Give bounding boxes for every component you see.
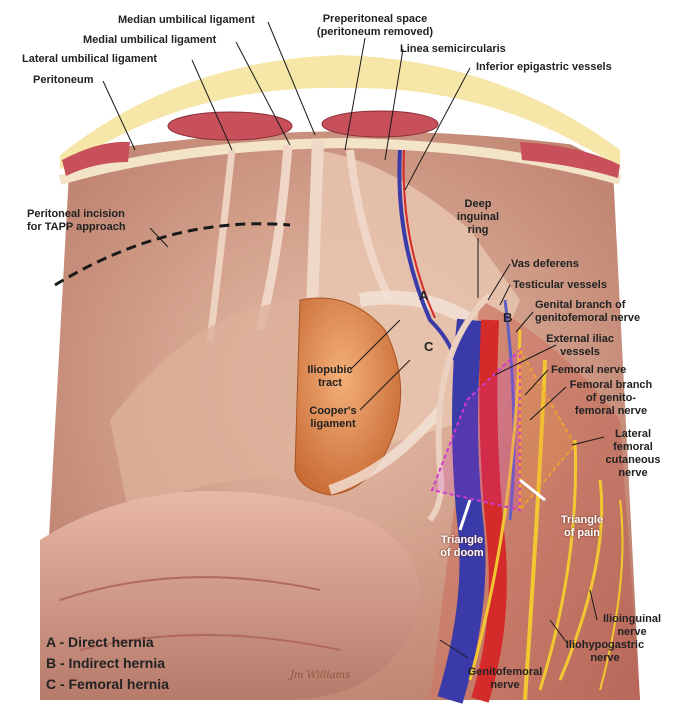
label-femoral-branch: Femoral branch of genito- femoral nerve xyxy=(569,379,653,417)
label-iliohypogastric-nerve: Iliohypogastric nerve xyxy=(565,639,645,664)
label-linea-semicircularis: Linea semicircularis xyxy=(400,43,506,55)
external-iliac-vein xyxy=(437,318,486,704)
coopers-ligament xyxy=(328,406,444,495)
label-deep-inguinal-ring: Deep inguinal ring xyxy=(456,198,500,236)
rectus-right xyxy=(321,110,439,138)
external-iliac-artery xyxy=(471,319,507,703)
iliohypogastric-nerve xyxy=(599,499,624,691)
femoral-nerve xyxy=(523,359,547,701)
bladder xyxy=(294,297,402,496)
label-letter-b: B xyxy=(503,310,513,325)
label-testicular-vessels: Testicular vessels xyxy=(513,279,607,291)
oblique-left xyxy=(62,141,130,176)
iliopubic-tract xyxy=(358,290,474,327)
label-letter-a: A xyxy=(419,288,429,303)
label-triangle-of-doom: Triangle of doom xyxy=(440,534,484,559)
ilioinguinal-nerve xyxy=(558,479,604,681)
tapp-incision-line xyxy=(54,222,291,287)
triangle-of-pain xyxy=(519,346,577,513)
vas-deferens xyxy=(427,292,493,522)
label-genital-branch: Genital branch of genitofemoral nerve xyxy=(535,299,641,324)
lateral-femoral-cutaneous-nerve xyxy=(538,439,578,691)
rectus-left xyxy=(167,111,293,141)
oblique-right xyxy=(520,142,620,178)
peritoneum-line xyxy=(58,92,622,174)
peritoneal-fold xyxy=(110,300,310,520)
label-genitofemoral-nerve: Genitofemoral nerve xyxy=(467,666,543,691)
label-iliopubic-tract: Iliopubic tract xyxy=(307,364,353,389)
inferior-epigastric-vessels xyxy=(397,149,457,361)
legend-indirect-hernia: B - Indirect hernia xyxy=(46,655,166,671)
testicular-vessels xyxy=(503,299,516,521)
label-femoral-nerve: Femoral nerve xyxy=(551,364,627,376)
leader-lines xyxy=(102,21,605,659)
label-ilioinguinal-nerve: Ilioinguinal nerve xyxy=(602,613,662,638)
genitofemoral-nerve xyxy=(468,329,522,681)
label-coopers-ligament: Cooper's ligament xyxy=(309,405,357,430)
lateral-umbilical-ligament xyxy=(206,149,236,341)
label-external-iliac-vessels: External iliac vessels xyxy=(546,333,614,358)
label-lateral-umbilical-ligament: Lateral umbilical ligament xyxy=(22,53,158,65)
label-letter-c: C xyxy=(424,339,434,354)
median-umbilical-ligament xyxy=(306,139,324,311)
triangle-of-doom xyxy=(430,347,521,512)
label-triangle-of-pain: Triangle of pain xyxy=(560,514,604,539)
label-vas-deferens: Vas deferens xyxy=(511,258,579,270)
artist-signature: Jm Williams xyxy=(290,670,351,681)
label-preperitoneal-space: Preperitoneal space (peritoneum removed) xyxy=(316,13,434,38)
label-peritoneum: Peritoneum xyxy=(33,74,94,86)
label-peritoneal-incision: Peritoneal incision for TAPP approach xyxy=(27,208,126,233)
label-inferior-epigastric-vessels: Inferior epigastric vessels xyxy=(476,61,612,73)
legend-femoral-hernia: C - Femoral hernia xyxy=(46,676,169,692)
label-median-umbilical-ligament: Median umbilical ligament xyxy=(118,14,255,26)
legend-direct-hernia: A - Direct hernia xyxy=(46,634,154,650)
label-lateral-femoral-cutaneous-nerve: Lateral femoral cutaneous nerve xyxy=(605,428,661,479)
fat-layer xyxy=(60,55,620,172)
label-medial-umbilical-ligament: Medial umbilical ligament xyxy=(83,34,217,46)
